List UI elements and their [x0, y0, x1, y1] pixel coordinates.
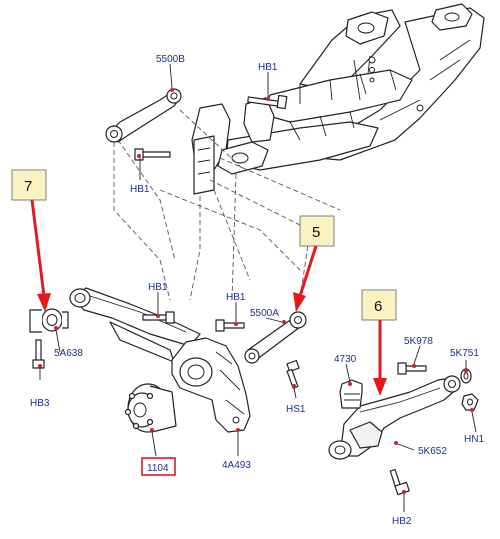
callout-6-number: 6 [374, 298, 382, 315]
bolt-hb2 [389, 468, 410, 496]
label-hb1-right: HB1 [226, 292, 246, 303]
bolt-hb1-top [247, 94, 288, 110]
label-4730: 4730 [334, 354, 357, 365]
label-5k652: 5K652 [418, 446, 447, 457]
washer-5k751 [460, 368, 472, 384]
label-4a493: 4A493 [222, 460, 251, 471]
nut-hn1 [461, 393, 479, 411]
label-5500a: 5500A [250, 308, 279, 319]
label-1104-box [141, 457, 176, 476]
lower-arm-5k652 [328, 375, 461, 460]
label-hb2: HB2 [392, 516, 412, 527]
label-hs1: HS1 [286, 404, 306, 415]
bolt-hb3 [32, 339, 45, 369]
bolt-hb1-right [215, 319, 245, 332]
callout-7: 7 [11, 169, 51, 312]
bushing-5a638 [29, 308, 69, 333]
label-5a638: 5A638 [54, 348, 83, 359]
label-5k978: 5K978 [404, 336, 433, 347]
upper-link-arm-5500b [105, 88, 182, 143]
label-hb1-left: HB1 [130, 184, 150, 195]
lower-control-arm [69, 287, 201, 363]
bolt-5k978 [397, 362, 427, 375]
callout-7-number: 7 [24, 178, 32, 195]
callout-5-number: 5 [312, 224, 320, 241]
knuckle-4a493 [171, 337, 251, 433]
label-leaders [38, 63, 477, 512]
bolt-hb1-mid [142, 311, 175, 324]
callout-5: 5 [293, 215, 335, 312]
label-hb1-mid: HB1 [148, 282, 168, 293]
wheel-hub-1104 [124, 383, 177, 433]
rear-subframe [191, 3, 485, 195]
label-hb3: HB3 [30, 398, 50, 409]
callout-6: 6 [361, 289, 397, 396]
spring-4730 [339, 379, 363, 409]
assembly-lines [113, 109, 341, 301]
label-1104: 1104 [147, 463, 169, 474]
label-hb1-top: HB1 [258, 62, 278, 73]
label-5k751: 5K751 [450, 348, 479, 359]
label-5500b: 5500B [156, 54, 185, 65]
bolt-hs1 [286, 359, 300, 389]
lateral-link-5500a [244, 311, 307, 364]
label-hn1: HN1 [464, 434, 484, 445]
